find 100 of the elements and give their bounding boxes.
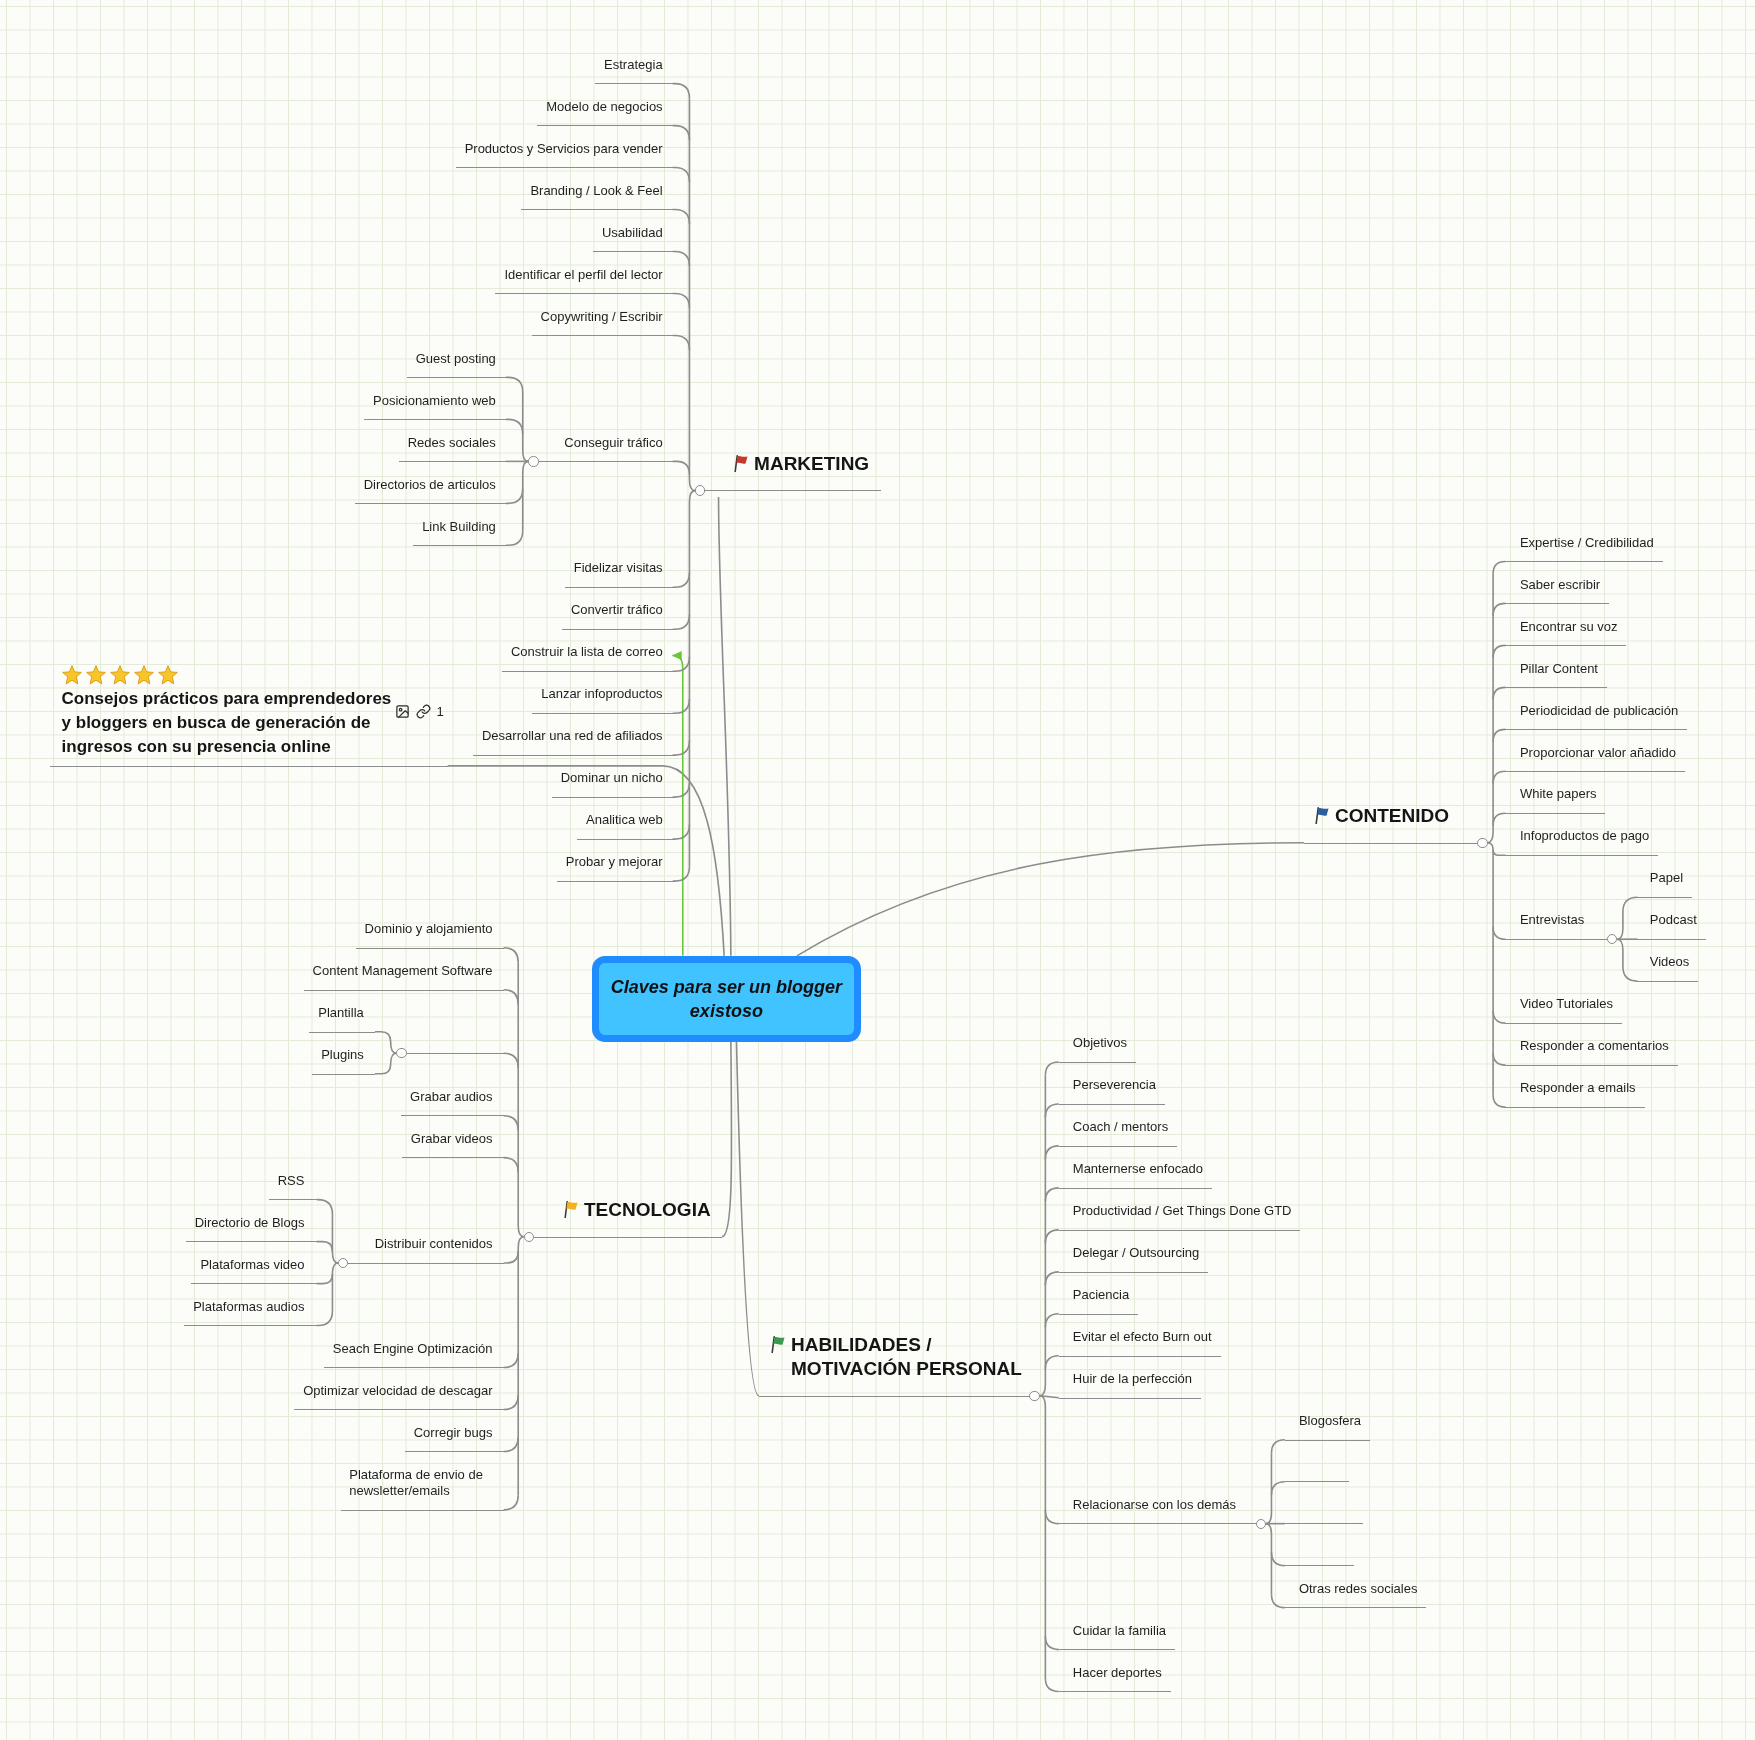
link-count: 1 [436, 704, 444, 721]
branch-line [671, 124, 691, 141]
branch-line [671, 208, 691, 225]
subtopic-label: Plantilla [318, 1004, 364, 1021]
subtopic-label: Branding / Look & Feel [530, 182, 663, 199]
branch-line [517, 1236, 525, 1497]
branch-line [502, 947, 519, 964]
subtopic [338, 1236, 504, 1270]
branch-line [1270, 1438, 1286, 1454]
subtopic-label: Infoproductos de pago [1519, 828, 1650, 845]
subtopic-label: Coach / mentors [1072, 1119, 1169, 1136]
branch-line [521, 391, 530, 463]
branch-line [1044, 1103, 1060, 1119]
branch-line [1270, 1551, 1286, 1567]
branch-line [502, 1494, 519, 1511]
main-topic-title: TECNOLOGIA [584, 1198, 711, 1222]
branch-line [1038, 1074, 1047, 1397]
branch-line [688, 97, 696, 492]
branch-line [671, 571, 691, 589]
branch-line [517, 961, 525, 1238]
subtopic-label: Grabar audios [410, 1088, 493, 1105]
topic-line [396, 1046, 504, 1060]
subtopic-label: Plugins [321, 1046, 364, 1063]
subtopic-label: Estrategia [604, 56, 663, 73]
subtopic-label: Link Building [422, 518, 496, 535]
subtopic-label: Delegar / Outsourcing [1072, 1245, 1200, 1262]
subtopic-label: Periodicidad de publicación [1519, 702, 1679, 719]
subtopic-label: Fidelizar visitas [573, 560, 663, 577]
subtopic-label: Usabilidad [601, 224, 663, 241]
branch-line [1492, 1010, 1507, 1024]
branch-line [671, 697, 691, 714]
branch-line [315, 1198, 334, 1215]
subtopic-label: Relacionarse con los demás [1072, 1496, 1237, 1513]
subtopic-label: Modelo de negocios [546, 98, 663, 115]
branch-line [1270, 1480, 1286, 1496]
subtopic-label: Pillar Content [1519, 660, 1598, 677]
branch-line [1492, 848, 1507, 857]
branch-line [1044, 1229, 1060, 1245]
relationship-arrow [671, 651, 684, 957]
branch-line [315, 1273, 334, 1285]
subtopic-label: Dominar un nicho [560, 770, 663, 787]
subtopic-label: Plataformas audios [193, 1298, 305, 1315]
subtopic-label: Distribuir contenidos [374, 1236, 493, 1253]
branch-line [1044, 1677, 1060, 1693]
branch-line [502, 1114, 519, 1132]
subtopic-label: Redes sociales [407, 434, 496, 451]
branch-line [721, 1041, 733, 1238]
branch-line [671, 166, 691, 183]
branch-line [1265, 1522, 1273, 1595]
branch-line [1044, 1635, 1060, 1651]
branch-line [446, 765, 725, 957]
subtopic-label: Construir la lista de correo [510, 644, 663, 661]
branch-line [505, 460, 530, 463]
branch-line [1044, 1313, 1060, 1329]
floating-topic-text: Consejos prácticos para emprendedores y bloggers en busca de generación de ingresos con su presencia online [61, 688, 392, 759]
branch-line [1038, 1394, 1060, 1399]
subtopic-label: Grabar videos [410, 1130, 493, 1147]
subtopic [1505, 912, 1618, 946]
branch-line [671, 823, 691, 840]
subtopic-label: White papers [1519, 786, 1597, 803]
branch-line [505, 418, 524, 435]
branch-line [1492, 686, 1507, 701]
branch-line [521, 460, 530, 532]
branch-line [735, 1041, 760, 1397]
subtopic-label: Expertise / Credibilidad [1519, 534, 1654, 551]
subtopic-label: Lanzar infoproductos [541, 686, 663, 703]
branch-line [502, 1436, 519, 1453]
branch-line [796, 842, 1305, 957]
subtopic-label: Productos y Servicios para vender [464, 140, 663, 157]
subtopic-label: RSS [277, 1172, 305, 1189]
subtopic-label: Otras redes sociales [1298, 1580, 1418, 1597]
branch-line [1492, 644, 1507, 659]
branch-line [502, 1352, 519, 1369]
branch-line [671, 781, 691, 798]
subtopic-label: Objetivos [1072, 1035, 1127, 1052]
subtopic-label: Responder a comentarios [1519, 1038, 1669, 1055]
subtopic-label: Corregir bugs [413, 1424, 493, 1441]
subtopic-label: Blogosfera [1298, 1412, 1362, 1429]
branch-line [671, 82, 691, 99]
branch-line [1044, 1187, 1060, 1203]
branch-line [1486, 842, 1494, 1096]
branch-line [1044, 1354, 1060, 1370]
branch-line [1492, 560, 1507, 575]
branch-line [1492, 728, 1507, 743]
branch-line [1492, 770, 1507, 785]
branch-line [1044, 1061, 1060, 1077]
subtopic-label: Manternerse enfocado [1072, 1161, 1203, 1178]
subtopic-label: Optimizar velocidad de descagar [303, 1382, 493, 1399]
branch-line [1492, 1052, 1507, 1066]
main-topic-title: MARKETING [754, 451, 870, 476]
subtopic-label: Saber escribir [1519, 576, 1601, 593]
main-topic [1303, 804, 1488, 850]
branch-line [1044, 1509, 1060, 1525]
subtopic-label: Copywriting / Escribir [540, 308, 663, 325]
subtopic-label: Posicionamiento web [373, 392, 496, 409]
subtopic-label: Proporcionar valor añadido [1519, 744, 1677, 761]
branch-line [505, 529, 524, 547]
branch-line [502, 1394, 519, 1411]
branch-line [1270, 1593, 1286, 1609]
subtopic-label: Perseverencia [1072, 1077, 1156, 1094]
